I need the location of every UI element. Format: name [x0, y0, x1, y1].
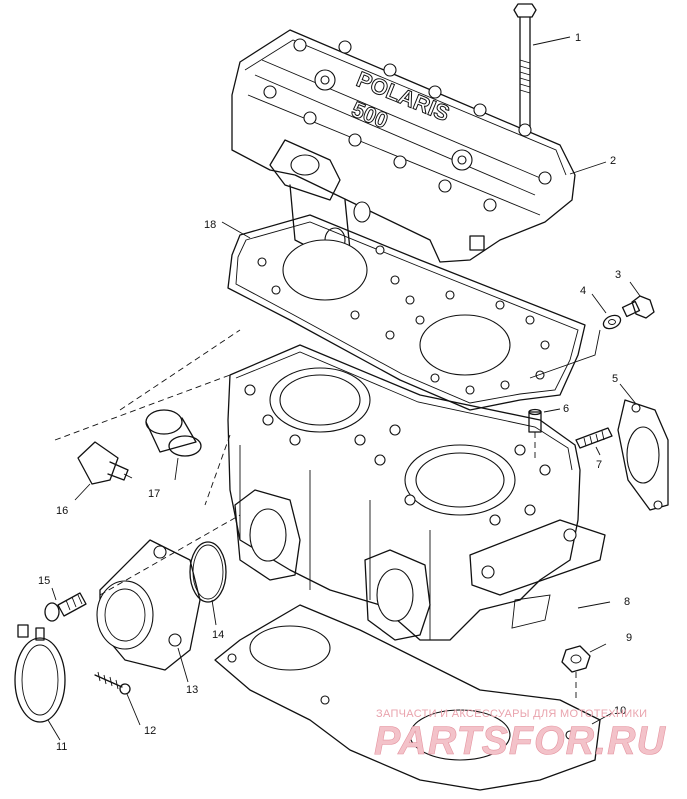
callout-16: 16 [56, 505, 68, 517]
screw-part-12 [94, 671, 141, 726]
base-gasket-part-10 [214, 604, 613, 791]
callout-8: 8 [624, 596, 630, 608]
cylinder-block-part-8 [227, 344, 611, 641]
callout-2: 2 [610, 155, 616, 167]
cylinder-head-part-2: POLARIS 500 [231, 29, 607, 263]
callout-1: 1 [575, 32, 581, 44]
callout-10: 10 [614, 705, 626, 717]
callout-12: 12 [144, 725, 156, 737]
callout-13: 13 [186, 684, 198, 696]
watermark: ЗАПЧАСТИ И АКСЕССУАРЫ ДЛЯ МОТОТЕХНИКИ PA… [374, 708, 666, 763]
watermark-tagline: ЗАПЧАСТИ И АКСЕССУАРЫ ДЛЯ МОТОТЕХНИКИ [376, 708, 647, 720]
thermostat-part-17 [119, 329, 241, 481]
callout-14: 14 [212, 629, 224, 641]
stud-part-7 [575, 427, 613, 456]
callout-17: 17 [148, 488, 160, 500]
bolt-part-1 [513, 3, 571, 131]
o-ring-part-14 [189, 541, 227, 626]
callout-11: 11 [56, 741, 67, 753]
watermark-brand: PARTSFOR.RU [374, 719, 666, 763]
callout-5: 5 [612, 373, 618, 385]
sensor-part-16 [54, 374, 231, 501]
callout-15: 15 [38, 575, 50, 587]
callout-7: 7 [596, 459, 602, 471]
washer-part-4 [529, 293, 622, 379]
callout-labels: 1 2 3 4 5 6 7 8 9 10 11 12 13 14 15 16 1… [38, 32, 632, 753]
callout-6: 6 [563, 403, 569, 415]
bolt-part-3 [621, 281, 655, 319]
gasket-part-5 [617, 383, 669, 511]
dowel-pin-part-6 [528, 408, 561, 460]
callout-18: 18 [204, 219, 216, 231]
clamp-part-11 [14, 624, 66, 741]
nut-part-9 [561, 643, 607, 700]
adapter-part-13 [96, 539, 201, 683]
callout-3: 3 [615, 269, 621, 281]
callout-4: 4 [580, 285, 586, 297]
callout-9: 9 [626, 632, 632, 644]
head-gasket-part-18 [221, 214, 586, 411]
screw-part-15 [44, 587, 87, 622]
